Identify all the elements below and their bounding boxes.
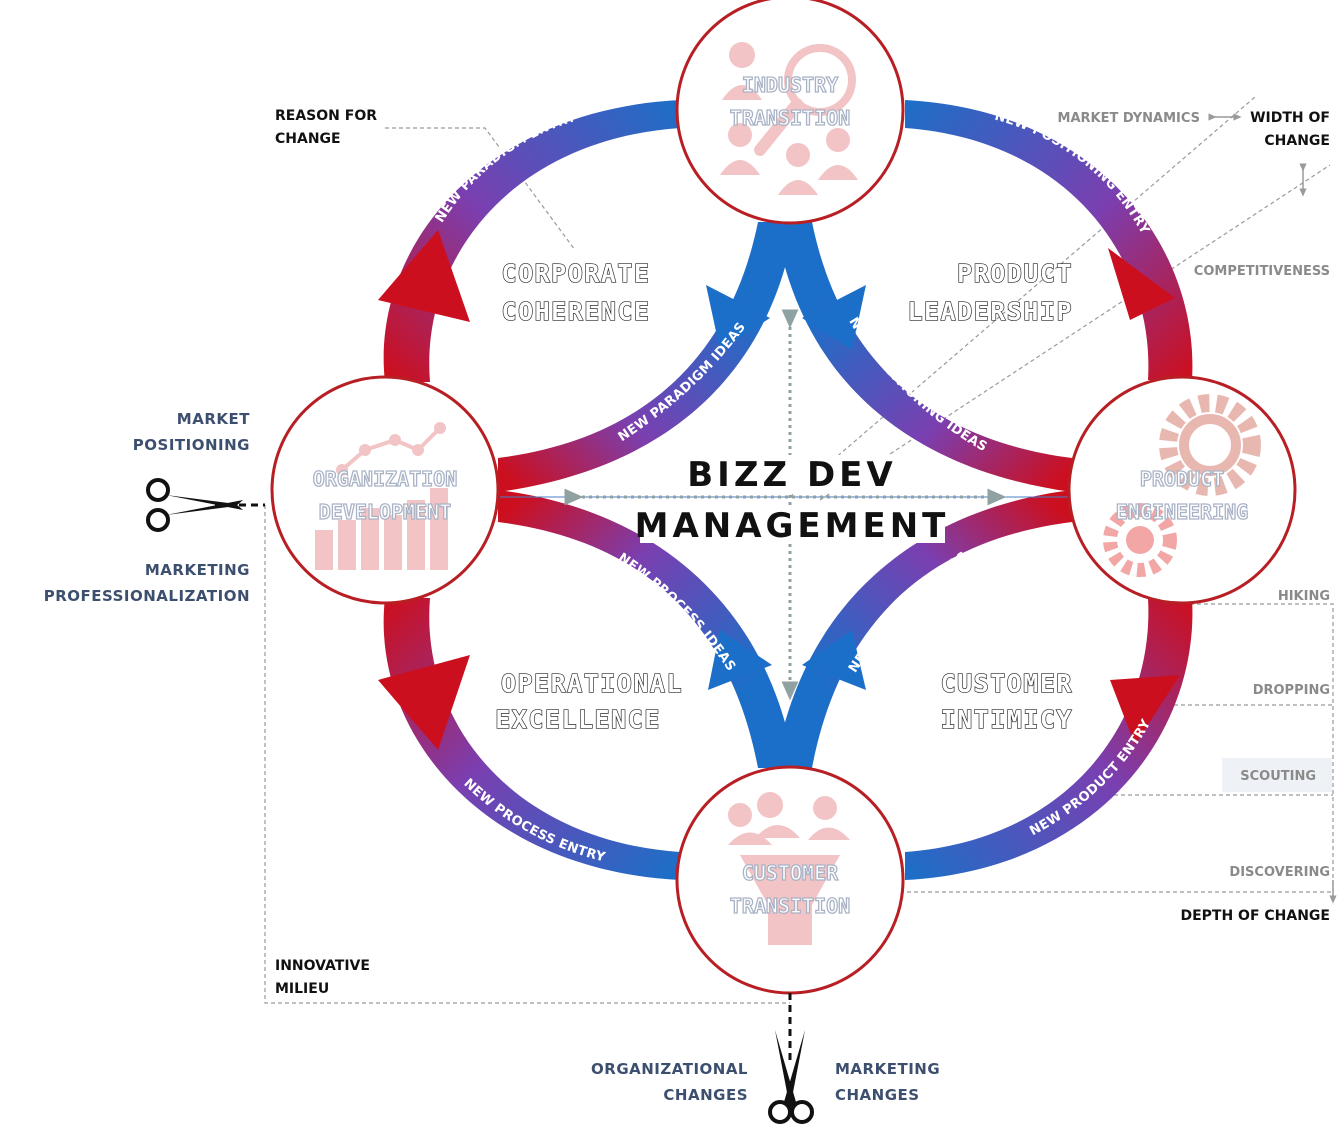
node-customer-line1: CUSTOMER bbox=[742, 861, 839, 885]
annotations: REASON FOR CHANGE INNOVATIVE MILIEU MARK… bbox=[44, 108, 1330, 1104]
competitiveness-label: COMPETITIVENESS bbox=[1194, 264, 1330, 279]
quadrant-excellence: EXCELLENCE bbox=[495, 705, 661, 734]
depth-of-change-label: DEPTH OF CHANGE bbox=[1180, 908, 1330, 924]
marketing-professionalization-line1: MARKETING bbox=[145, 561, 250, 579]
hiking-label: HIKING bbox=[1278, 589, 1330, 604]
scissors-icon bbox=[146, 478, 243, 532]
customer-funnel-icon bbox=[728, 792, 850, 945]
quadrant-corporate: CORPORATE bbox=[502, 259, 651, 288]
node-industry-transition: INDUSTRY TRANSITION bbox=[675, 0, 905, 225]
center-title-line2: MANAGEMENT bbox=[635, 506, 950, 546]
band-process-ideas bbox=[498, 490, 795, 768]
arrow-process-entry bbox=[378, 655, 470, 750]
band-positioning-ideas bbox=[775, 222, 1072, 492]
node-customer-line2: TRANSITION bbox=[730, 894, 850, 918]
market-positioning-line2: POSITIONING bbox=[133, 436, 250, 454]
band-paradigm-entry bbox=[383, 100, 680, 382]
node-organization-line2: DEVELOPMENT bbox=[319, 500, 451, 524]
organizational-changes-line2: CHANGES bbox=[663, 1086, 748, 1104]
center-title-bg bbox=[690, 455, 895, 493]
organizational-changes-line1: ORGANIZATIONAL bbox=[591, 1060, 748, 1078]
center-title-line1: BIZZ DEV bbox=[687, 455, 896, 495]
quadrant-product: PRODUCT bbox=[957, 259, 1073, 288]
width-of-change-line2: CHANGE bbox=[1264, 133, 1330, 149]
market-dynamics-arrow bbox=[1208, 113, 1337, 904]
outer-ring bbox=[378, 100, 1193, 880]
node-product-engineering: PRODUCT ENGINEERING bbox=[1067, 375, 1297, 605]
band-positioning-entry bbox=[905, 100, 1193, 380]
center-title-bg-2 bbox=[640, 505, 945, 543]
inner-bands bbox=[498, 222, 1072, 768]
reason-for-change-line2: CHANGE bbox=[275, 131, 341, 147]
arrow-positioning-entry bbox=[1108, 248, 1175, 320]
quadrant-intimicy: INTIMICY bbox=[941, 705, 1073, 734]
arrow-process-ideas bbox=[708, 630, 772, 690]
quadrant-labels: CORPORATE COHERENCE PRODUCT LEADERSHIP O… bbox=[495, 258, 1073, 734]
reason-for-change-line1: REASON FOR bbox=[275, 108, 377, 124]
node-organization-development: ORGANIZATION DEVELOPMENT bbox=[270, 375, 500, 605]
marketing-changes-line2: CHANGES bbox=[835, 1086, 920, 1104]
market-positioning-line1: MARKET bbox=[177, 410, 250, 428]
scissors-icon bbox=[768, 1030, 814, 1124]
discovering-label: DISCOVERING bbox=[1229, 865, 1330, 880]
arrow-product-ideas bbox=[802, 630, 866, 690]
marketing-changes-line1: MARKETING bbox=[835, 1060, 940, 1078]
quadrant-leadership: LEADERSHIP bbox=[907, 297, 1073, 326]
arrow-paradigm-entry bbox=[378, 230, 470, 322]
center-cross-arrows bbox=[564, 309, 1007, 701]
quadrant-customer: CUSTOMER bbox=[941, 669, 1073, 698]
bar-chart-icon bbox=[315, 422, 448, 570]
magnifier-people-icon bbox=[720, 42, 858, 195]
dropping-label: DROPPING bbox=[1253, 683, 1330, 698]
node-industry-line1: INDUSTRY bbox=[742, 73, 838, 97]
innovative-milieu-line2: MILIEU bbox=[275, 981, 329, 997]
innovative-milieu-line1: INNOVATIVE bbox=[275, 958, 370, 974]
node-product-line2: ENGINEERING bbox=[1116, 500, 1248, 524]
quadrant-coherence: COHERENCE bbox=[502, 297, 651, 326]
band-paradigm-ideas bbox=[498, 222, 795, 492]
node-product-line1: PRODUCT bbox=[1140, 467, 1224, 491]
node-organization-line1: ORGANIZATION bbox=[313, 467, 458, 491]
width-of-change-line1: WIDTH OF bbox=[1250, 110, 1330, 126]
arrow-product-entry bbox=[1110, 675, 1180, 745]
gears-icon bbox=[1103, 394, 1261, 577]
node-industry-line2: TRANSITION bbox=[730, 106, 850, 130]
market-dynamics-label: MARKET DYNAMICS bbox=[1058, 111, 1200, 126]
band-process-entry bbox=[383, 598, 680, 880]
scouting-highlight bbox=[1222, 758, 1332, 792]
label-paradigm-ideas: NEW PARADIGM IDEAS bbox=[616, 320, 749, 445]
band-product-ideas bbox=[775, 490, 1072, 768]
band-product-entry bbox=[905, 598, 1193, 880]
dashed-connectors bbox=[264, 96, 1334, 1004]
scouting-label: SCOUTING bbox=[1240, 769, 1316, 784]
arrow-positioning-ideas bbox=[802, 285, 866, 350]
node-customer-transition: CUSTOMER TRANSITION bbox=[675, 765, 905, 995]
marketing-professionalization-line2: PROFESSIONALIZATION bbox=[44, 587, 250, 605]
quadrant-operational: OPERATIONAL bbox=[501, 669, 683, 698]
arrow-paradigm-ideas bbox=[706, 285, 770, 350]
